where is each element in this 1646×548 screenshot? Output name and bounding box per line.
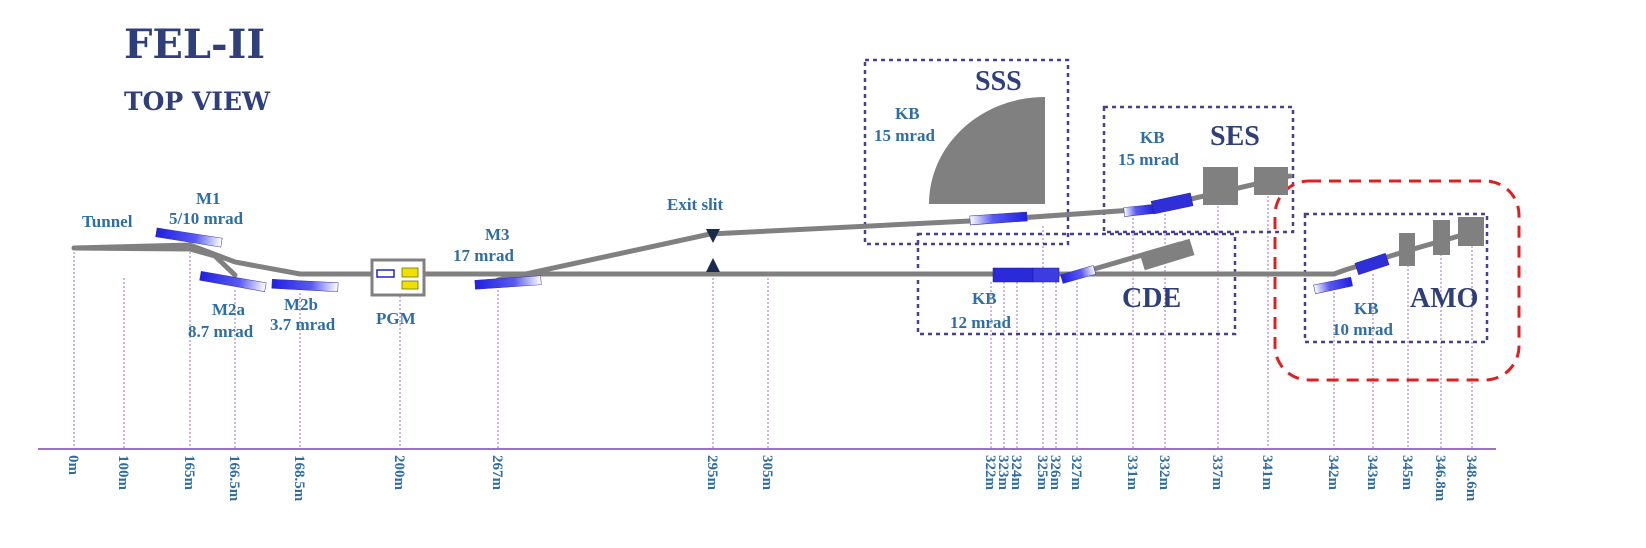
axis-tick-label: 348.6m <box>1463 455 1479 502</box>
sss-box <box>863 58 1070 246</box>
sss-chamber <box>929 97 1045 204</box>
amo-chamber-1 <box>1399 233 1415 266</box>
tunnel-label: Tunnel <box>82 212 133 231</box>
m1-name-label: M1 <box>196 189 221 208</box>
cde-station-label: CDE <box>1122 283 1181 314</box>
axis-tick-label: 331m <box>1124 455 1140 491</box>
cde-kb-mirror-1 <box>992 267 1034 283</box>
m2b-mirror <box>271 279 339 292</box>
m2a-name-label: M2a <box>212 300 246 319</box>
axis-tick-label: 100m <box>115 455 131 491</box>
amo-kb-mirror-2 <box>1354 253 1390 275</box>
page-title: FEL-II <box>124 21 265 68</box>
axis-tick-label: 166.5m <box>226 455 242 502</box>
ses-chamber-2 <box>1254 167 1288 195</box>
m1-mirror <box>155 227 223 248</box>
m3-angle-label: 17 mrad <box>453 246 514 265</box>
axis-tick-label: 345m <box>1399 455 1415 491</box>
axis-tick-label: 324m <box>1008 455 1024 491</box>
sss-kb-mirror <box>969 211 1028 226</box>
axis-tick-label: 168.5m <box>291 455 307 502</box>
axis-tick-label: 337m <box>1209 455 1225 491</box>
axis-tick-label: 323m <box>995 455 1011 491</box>
axis-tick-label: 325m <box>1034 455 1050 491</box>
amo-chamber-2 <box>1433 220 1450 255</box>
ses-kb-mirror-1 <box>1123 204 1155 217</box>
m2b-angle-label: 3.7 mrad <box>270 315 336 334</box>
cde-kb-angle-label: 12 mrad <box>950 313 1011 332</box>
page-subtitle: TOP VIEW <box>124 87 271 116</box>
m2a-mirror <box>199 271 267 292</box>
axis-tick-label: 332m <box>1156 455 1172 491</box>
amo-kb-mirror-1 <box>1313 276 1353 295</box>
ses-station-label: SES <box>1210 121 1260 152</box>
exit-slit-icon <box>706 229 720 272</box>
m2a-angle-label: 8.7 mrad <box>188 322 254 341</box>
axis-tick-label: 200m <box>391 455 407 491</box>
axis-tick-label: 342m <box>1325 455 1341 491</box>
pgm-unit <box>370 258 426 297</box>
axis-tick-label: 327m <box>1068 455 1084 491</box>
axis-tick-label: 341m <box>1259 455 1275 491</box>
axis-tick-label: 295m <box>704 455 720 491</box>
cde-chamber <box>1139 238 1195 271</box>
amo-box <box>1303 212 1489 344</box>
amo-kb-name-label: KB <box>1354 299 1379 318</box>
cde-kb-mirror-2 <box>1032 267 1060 283</box>
cde-kb-name-label: KB <box>972 289 997 308</box>
ses-chamber-1 <box>1203 167 1238 205</box>
amo-kb-angle-label: 10 mrad <box>1332 320 1393 339</box>
sss-station-label: SSS <box>975 66 1022 97</box>
amo-station-label: AMO <box>1410 283 1478 314</box>
amo-chamber-3 <box>1458 217 1484 246</box>
axis-tick-label: 343m <box>1364 455 1380 491</box>
axis-tick-label: 305m <box>759 455 775 491</box>
cde-kb-mirror-3 <box>1060 265 1097 284</box>
axis-tick-label: 165m <box>181 455 197 491</box>
m1-angle-label: 5/10 mrad <box>169 209 244 228</box>
ses-box <box>1102 105 1295 234</box>
axis-tick-label: 0m <box>65 455 81 476</box>
sss-kb-name-label: KB <box>895 104 920 123</box>
m2b-name-label: M2b <box>284 295 318 314</box>
mirrors <box>155 192 1390 295</box>
sss-kb-angle-label: 15 mrad <box>874 126 935 145</box>
axis-tick-label: 346.8m <box>1432 455 1448 502</box>
axis-tick-label: 326m <box>1047 455 1063 491</box>
pgm-label: PGM <box>376 309 416 328</box>
m3-mirror <box>474 275 542 290</box>
ses-kb-mirror-2 <box>1150 192 1194 215</box>
axis-tick-label: 322m <box>982 455 998 491</box>
amo-highlight-box <box>1273 179 1521 382</box>
exit-slit-label: Exit slit <box>667 195 724 214</box>
cde-box <box>916 232 1237 336</box>
axis-tick-label: 267m <box>489 455 505 491</box>
ses-kb-name-label: KB <box>1140 128 1165 147</box>
ses-kb-angle-label: 15 mrad <box>1118 150 1179 169</box>
m3-name-label: M3 <box>485 225 510 244</box>
axis-tick-labels: 0m 100m 165m 166.5m 168.5m 200m 267m 295m 305m 32… <box>65 455 1479 502</box>
guide-lines <box>73 196 1473 448</box>
